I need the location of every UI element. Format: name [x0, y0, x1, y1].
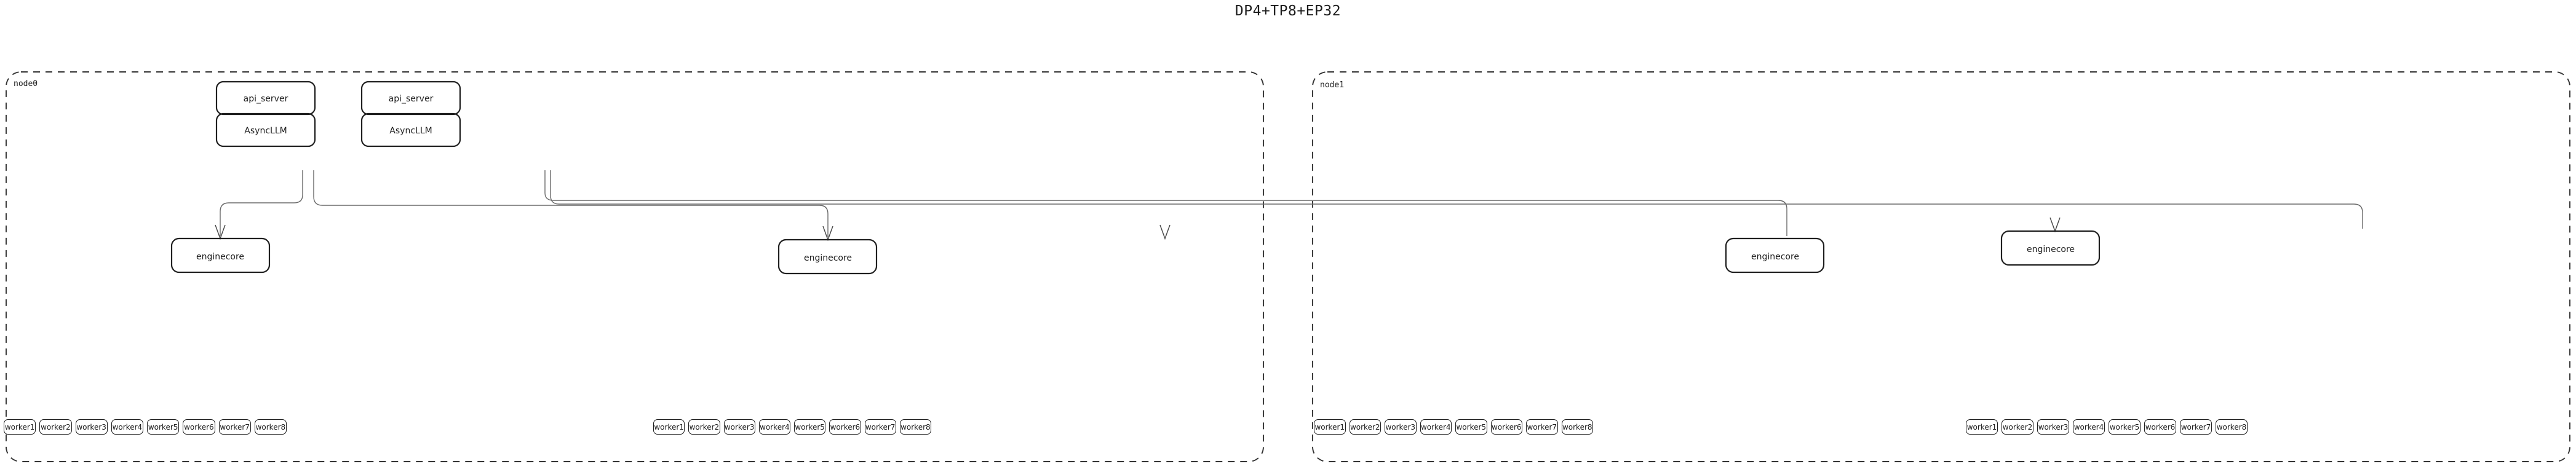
worker-box[interactable]: worker4: [2073, 419, 2105, 435]
worker-label: worker4: [1420, 422, 1451, 432]
worker-box[interactable]: worker3: [723, 419, 755, 435]
api-server-1-label: api_server: [389, 94, 434, 104]
worker-label: worker7: [865, 422, 896, 432]
worker-box[interactable]: worker6: [183, 419, 215, 435]
arrowhead-ec2: [1159, 224, 1171, 240]
worker-box[interactable]: worker2: [1349, 419, 1381, 435]
worker-box[interactable]: worker8: [899, 419, 931, 435]
enginecore-node0-1-label: enginecore: [804, 253, 852, 263]
worker-box[interactable]: worker6: [1490, 419, 1522, 435]
worker-box[interactable]: worker7: [864, 419, 896, 435]
worker-label: worker7: [2180, 422, 2211, 432]
worker-label: worker5: [1456, 422, 1487, 432]
worker-label: worker6: [1491, 422, 1522, 432]
worker-box[interactable]: worker1: [1314, 419, 1346, 435]
worker-box[interactable]: worker3: [1385, 419, 1417, 435]
worker-box[interactable]: worker1: [1966, 419, 1998, 435]
node0-title: node0: [14, 79, 38, 89]
worker-box[interactable]: worker3: [2037, 419, 2069, 435]
worker-label: worker7: [1527, 422, 1557, 432]
asyncllm-1-label: AsyncLLM: [389, 126, 432, 136]
worker-label: worker8: [255, 422, 286, 432]
enginecore-node1-1[interactable]: [2000, 230, 2101, 266]
worker-label: worker6: [184, 422, 214, 432]
worker-label: worker5: [795, 422, 825, 432]
worker-label: worker3: [1385, 422, 1416, 432]
worker-box[interactable]: worker6: [829, 419, 861, 435]
worker-label: worker2: [41, 422, 71, 432]
worker-box[interactable]: worker1: [653, 419, 685, 435]
worker-box[interactable]: worker5: [1455, 419, 1487, 435]
node0-container: [6, 71, 1264, 462]
worker-label: worker6: [2145, 422, 2176, 432]
asyncllm-0-label: AsyncLLM: [244, 126, 287, 136]
edge-f1-ec2: [544, 170, 1787, 236]
worker-label: worker8: [2216, 422, 2247, 432]
worker-label: worker5: [2109, 422, 2140, 432]
node1-container: [1312, 71, 2570, 462]
enginecore-node0-1[interactable]: [777, 238, 878, 275]
api-server-0-label: api_server: [244, 94, 288, 104]
title-text: DP4+TP8+EP32: [1235, 3, 1341, 19]
worker-label: worker2: [689, 422, 720, 432]
worker-box[interactable]: worker8: [2216, 419, 2248, 435]
enginecore-node0-0-label: enginecore: [196, 252, 244, 262]
worker-label: worker3: [724, 422, 755, 432]
worker-label: worker6: [830, 422, 861, 432]
worker-box[interactable]: worker7: [1526, 419, 1558, 435]
enginecore-node1-0[interactable]: [1725, 237, 1825, 274]
worker-label: worker4: [2073, 422, 2104, 432]
worker-box[interactable]: worker8: [254, 419, 287, 435]
worker-box[interactable]: worker2: [2002, 419, 2033, 435]
worker-box[interactable]: worker2: [688, 419, 720, 435]
enginecore-node1-1-label: enginecore: [2027, 245, 2075, 254]
worker-box[interactable]: worker4: [111, 419, 143, 435]
worker-box[interactable]: worker2: [39, 419, 72, 435]
enginecore-node0-0[interactable]: [170, 237, 271, 274]
worker-label: worker1: [4, 422, 35, 432]
worker-label: worker2: [1350, 422, 1380, 432]
worker-label: worker1: [1314, 422, 1345, 432]
worker-box[interactable]: worker4: [758, 419, 790, 435]
worker-box[interactable]: worker4: [1420, 419, 1452, 435]
worker-label: worker2: [2002, 422, 2033, 432]
node1-title: node1: [1320, 81, 1344, 90]
worker-box[interactable]: worker5: [794, 419, 826, 435]
edge-f0-ec1: [313, 170, 829, 237]
worker-box[interactable]: worker5: [147, 419, 180, 435]
enginecore-node1-0-label: enginecore: [1751, 252, 1799, 262]
worker-box[interactable]: worker7: [2180, 419, 2212, 435]
worker-label: worker4: [760, 422, 790, 432]
edge-f1-ec3: [550, 170, 2363, 229]
worker-label: worker1: [654, 422, 684, 432]
worker-box[interactable]: worker7: [218, 419, 251, 435]
asyncllm-0[interactable]: [215, 112, 316, 148]
worker-box[interactable]: worker3: [75, 419, 108, 435]
worker-label: worker8: [900, 422, 931, 432]
worker-label: worker7: [220, 422, 250, 432]
edge-f0-ec0: [220, 170, 303, 236]
worker-label: worker8: [1562, 422, 1592, 432]
worker-box[interactable]: worker8: [1561, 419, 1593, 435]
worker-box[interactable]: worker5: [2109, 419, 2141, 435]
worker-box[interactable]: worker6: [2144, 419, 2176, 435]
asyncllm-1[interactable]: [360, 112, 461, 148]
worker-label: worker3: [2038, 422, 2069, 432]
connector-edges: [220, 170, 2363, 237]
worker-label: worker1: [1966, 422, 1997, 432]
worker-label: worker4: [112, 422, 143, 432]
worker-label: worker5: [148, 422, 178, 432]
worker-box[interactable]: worker1: [4, 419, 36, 435]
worker-label: worker3: [76, 422, 106, 432]
